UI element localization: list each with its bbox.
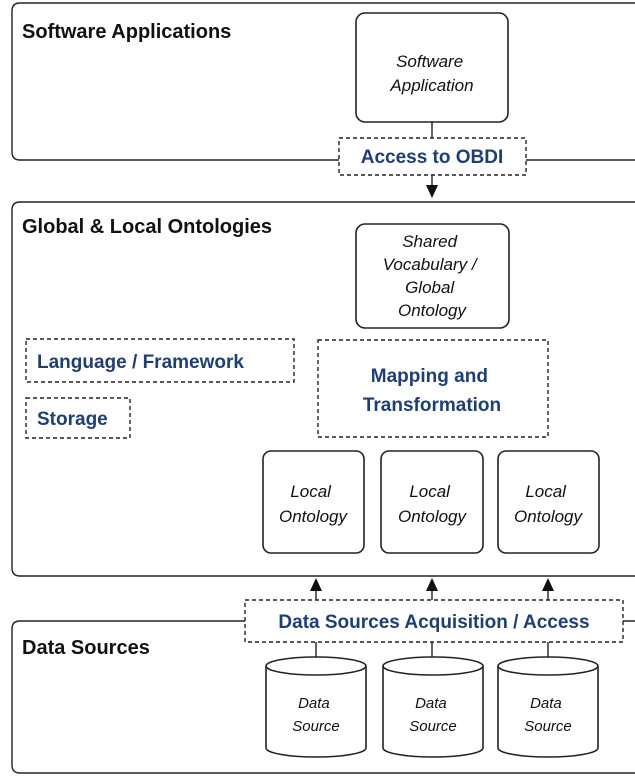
- software-application-line-1: Software: [396, 52, 463, 71]
- local-ontology-node-3: [497, 450, 600, 554]
- shared-vocabulary-line-4: Ontology: [398, 301, 468, 320]
- software-application-line-2: Application: [389, 76, 473, 95]
- data-sources-acquisition-box: [244, 599, 624, 643]
- data-sources-acquisition-label: Data Sources Acquisition / Access: [278, 612, 589, 633]
- access-to-obdi-box: [338, 137, 527, 176]
- mapping-transformation-line-2: Transformation: [363, 395, 501, 416]
- mapping-transformation-box: [317, 339, 549, 438]
- mapping-transformation-label: Mapping and Transformation: [363, 366, 501, 416]
- access-to-obdi-label: Access to OBDI: [361, 147, 504, 168]
- data-source-label-2: Data Source: [409, 695, 457, 735]
- shared-vocabulary-line-3: Global: [405, 278, 455, 297]
- local-ontology-node-2: [380, 450, 484, 554]
- ontologies-title: Global & Local Ontologies: [22, 216, 272, 238]
- local-ontology-label-3: Local Ontology: [514, 482, 584, 526]
- language-framework-box: [25, 338, 295, 383]
- mapping-transformation-line-1: Mapping and: [371, 366, 488, 387]
- software-applications-title: Software Applications: [22, 21, 231, 43]
- shared-vocabulary-line-1: Shared: [402, 232, 457, 251]
- local-ontology-label-1: Local Ontology: [279, 482, 349, 526]
- data-source-label-3: Data Source: [524, 695, 572, 735]
- shared-vocabulary-line-2: Vocabulary /: [383, 255, 479, 274]
- software-application-label: Software Application: [389, 52, 473, 95]
- data-source-label-1: Data Source: [292, 695, 340, 735]
- storage-box: [25, 397, 131, 439]
- acquisition-arrowhead-2: [426, 578, 438, 591]
- local-ontology-label-2: Local Ontology: [398, 482, 468, 526]
- language-framework-label: Language / Framework: [37, 352, 244, 373]
- access-to-ontologies-arrowhead: [426, 185, 438, 198]
- storage-label: Storage: [37, 409, 108, 430]
- data-source-cylinder-1: [265, 656, 367, 758]
- data-sources-title: Data Sources: [22, 637, 150, 659]
- data-source-cylinder-2: [382, 656, 484, 758]
- acquisition-arrowhead-1: [310, 578, 322, 591]
- acquisition-arrowhead-3: [542, 578, 554, 591]
- shared-vocabulary-node: [355, 223, 510, 329]
- local-ontology-node-1: [262, 450, 365, 554]
- data-source-cylinder-3: [497, 656, 599, 758]
- shared-vocabulary-label: Shared Vocabulary / Global Ontology: [383, 232, 482, 320]
